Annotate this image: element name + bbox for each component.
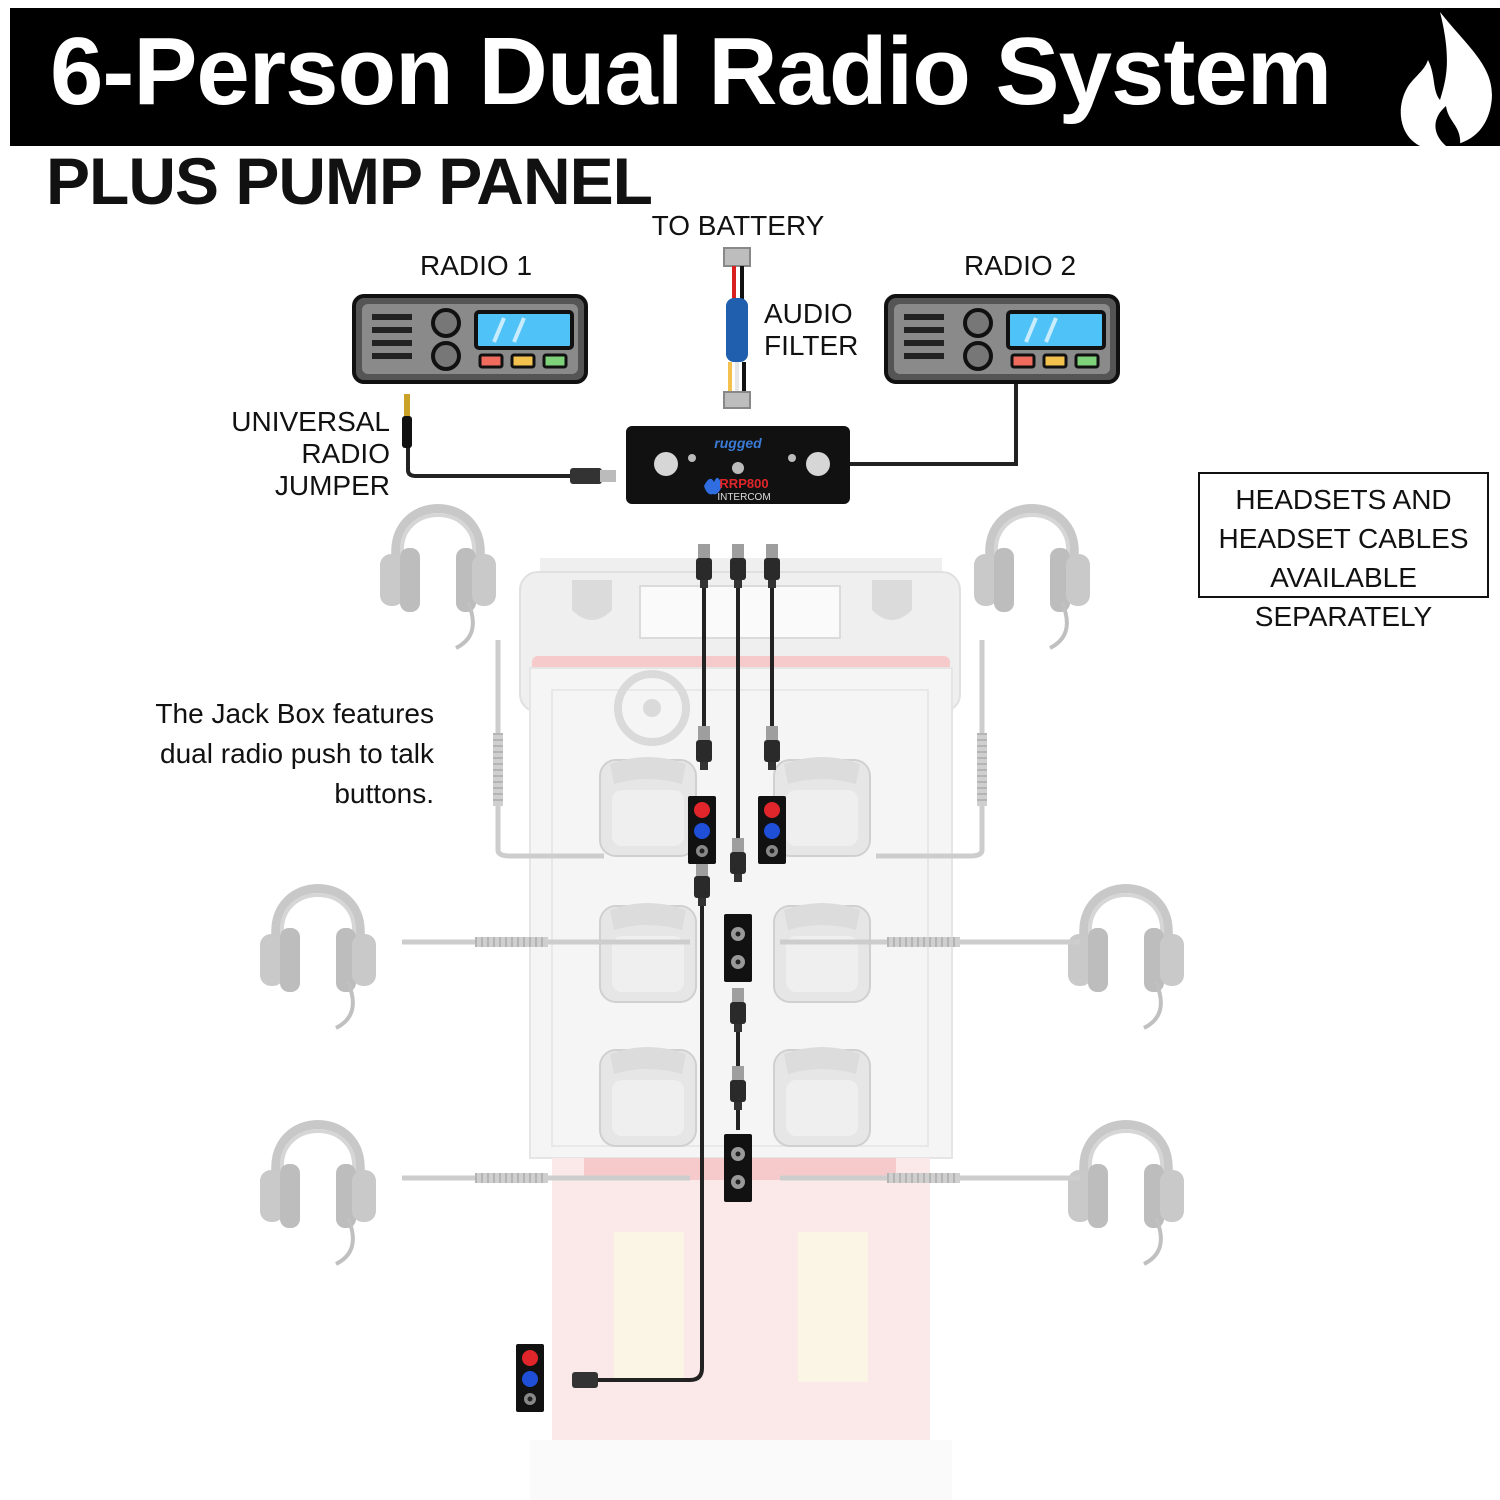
audio-filter-label: AUDIO FILTER (764, 298, 859, 361)
radio-cables (406, 384, 1018, 478)
intercom-brand: rugged (714, 435, 762, 451)
fire-logo-icon (1400, 12, 1492, 146)
intercom-model: RRP800 (719, 476, 768, 491)
radio-1-label: RADIO 1 (419, 250, 533, 281)
radio-2-label: RADIO 2 (963, 250, 1077, 281)
headset-cables (402, 640, 1080, 1181)
universal-jumper-label: UNIVERSAL RADIO JUMPER (231, 406, 390, 501)
intercom-icon: rugged RRP800 INTERCOM (626, 426, 850, 504)
radio-2-icon (884, 294, 1120, 384)
note-text: HEADSETS AND HEADSET CABLES AVAILABLE SE… (1218, 484, 1469, 632)
steering-wheel-icon (614, 670, 690, 746)
cable-connectors (572, 544, 780, 1388)
intercom-sub: INTERCOM (717, 492, 770, 503)
note-box: HEADSETS AND HEADSET CABLES AVAILABLE SE… (1198, 472, 1489, 632)
page-subtitle: PLUS PUMP PANEL (46, 144, 653, 218)
radio-1-icon (352, 294, 588, 384)
jack-box-note: The Jack Box features dual radio push to… (155, 698, 434, 809)
to-battery-label: TO BATTERY (651, 210, 825, 241)
title-bar: 6-Person Dual Radio System (10, 8, 1500, 146)
universal-radio-jumper-icon (402, 394, 616, 484)
page-title: 6-Person Dual Radio System (50, 18, 1332, 125)
audio-filter-icon (723, 247, 751, 409)
